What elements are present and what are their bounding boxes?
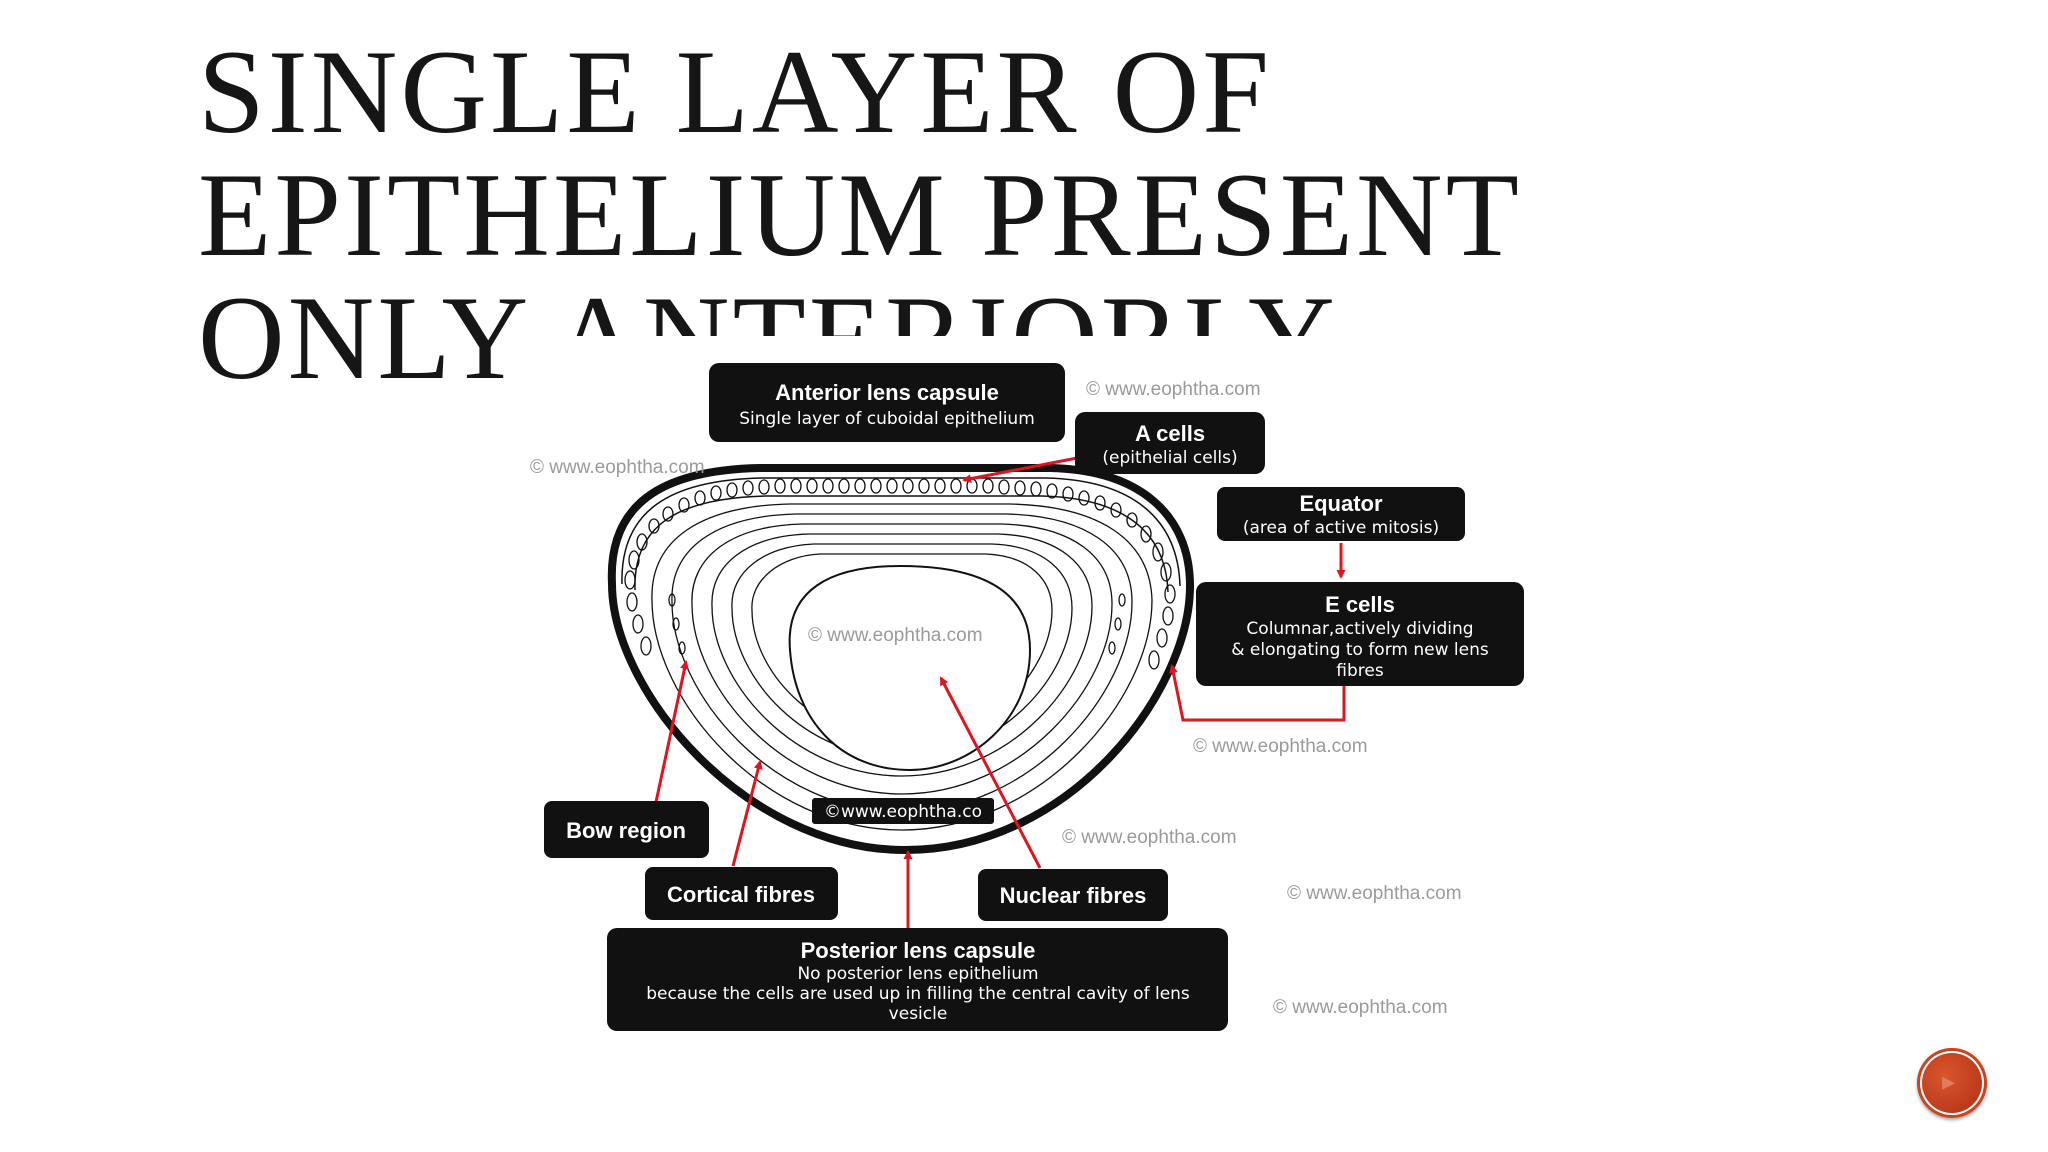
title-line-2: EPITHELIUM PRESENT — [198, 148, 1522, 281]
lens-nucleus — [788, 564, 1032, 772]
label-anterior-lens-capsule: Anterior lens capsule Single layer of cu… — [709, 363, 1065, 442]
svg-text:Bow region: Bow region — [566, 818, 686, 843]
pointer-arrows — [654, 456, 1346, 928]
svg-text:vesicle: vesicle — [889, 1004, 948, 1024]
watermark-1: © www.eophtha.com — [1086, 379, 1261, 400]
svg-text:& elongating to form new lens: & elongating to form new lens — [1231, 640, 1489, 660]
watermark-3: © www.eophtha.com — [808, 625, 983, 646]
svg-text:E cells: E cells — [1325, 592, 1395, 617]
arrow-a-cells — [962, 456, 1078, 484]
watermark-4: © www.eophtha.com — [1193, 736, 1368, 757]
epithelial-cells — [624, 478, 1176, 670]
next-slide-button[interactable] — [1917, 1048, 1987, 1118]
svg-text:Equator: Equator — [1299, 491, 1383, 516]
label-posterior-lens-capsule: Posterior lens capsule No posterior lens… — [607, 928, 1228, 1031]
watermark-2: © www.eophtha.com — [530, 457, 705, 478]
svg-text:©www.eophtha.co: ©www.eophtha.co — [824, 802, 982, 822]
svg-text:Posterior lens capsule: Posterior lens capsule — [801, 938, 1036, 963]
svg-text:Nuclear fibres: Nuclear fibres — [1000, 883, 1147, 908]
svg-text:fibres: fibres — [1336, 661, 1384, 681]
svg-text:Single layer of cuboidal epith: Single layer of cuboidal epithelium — [739, 409, 1035, 429]
watermark-5: © www.eophtha.com — [1062, 827, 1237, 848]
arrow-bow-region — [654, 660, 689, 803]
arrow-e-cells — [1168, 664, 1346, 722]
svg-text:No posterior lens epithelium: No posterior lens epithelium — [797, 964, 1038, 984]
label-bow-region: Bow region — [544, 801, 709, 858]
label-cortical-fibres: Cortical fibres — [645, 867, 838, 920]
svg-text:(epithelial cells): (epithelial cells) — [1102, 448, 1237, 468]
label-inner-watermark: ©www.eophtha.co — [812, 798, 994, 824]
svg-text:Anterior lens capsule: Anterior lens capsule — [775, 380, 999, 405]
epithelium-band — [621, 477, 1181, 587]
watermark-7: © www.eophtha.com — [1273, 997, 1448, 1018]
svg-text:Cortical fibres: Cortical fibres — [667, 882, 815, 907]
svg-text:because the cells are used up: because the cells are used up in filling… — [646, 984, 1190, 1004]
watermark-6: © www.eophtha.com — [1287, 883, 1462, 904]
label-equator: Equator (area of active mitosis) — [1217, 487, 1465, 541]
svg-text:(area of active mitosis): (area of active mitosis) — [1243, 518, 1439, 538]
label-e-cells: E cells Columnar,actively dividing & elo… — [1196, 582, 1524, 686]
label-a-cells: A cells (epithelial cells) — [1075, 412, 1265, 474]
arrow-nuclear-fibres — [939, 676, 1042, 869]
title-line-1: SINGLE LAYER OF — [198, 25, 1272, 158]
svg-text:A cells: A cells — [1135, 421, 1205, 446]
label-nuclear-fibres: Nuclear fibres — [978, 869, 1168, 921]
svg-text:Columnar,actively dividing: Columnar,actively dividing — [1246, 619, 1473, 639]
arrow-cortical-fibres — [731, 760, 763, 867]
